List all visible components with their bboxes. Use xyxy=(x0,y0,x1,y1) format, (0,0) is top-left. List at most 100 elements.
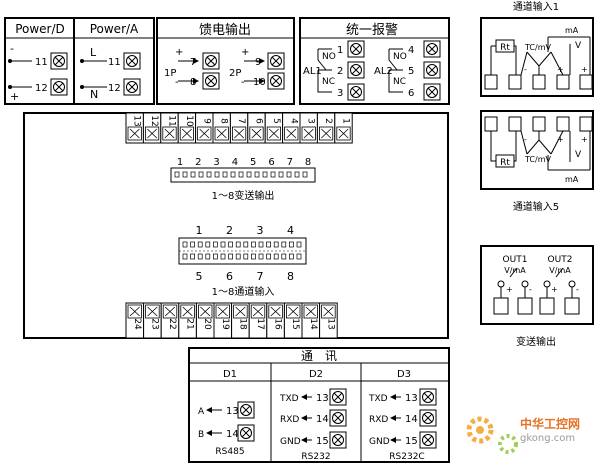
svg-text:-: - xyxy=(241,77,245,88)
svg-text:+: + xyxy=(581,135,588,144)
bottom-terminal: 21 xyxy=(178,302,197,339)
alarm-term-2: 2 xyxy=(337,66,343,77)
alarm-term-5: 5 xyxy=(408,66,414,77)
bottom-terminal-label: 18 xyxy=(237,318,247,330)
alarm-al1: AL1 xyxy=(303,66,322,77)
svg-text:NO: NO xyxy=(322,52,336,62)
top-terminal-label: 8 xyxy=(219,118,229,124)
power-a-block: Power/A L N 11 12 xyxy=(73,17,155,105)
svg-text:+: + xyxy=(506,285,513,294)
svg-text:+: + xyxy=(557,65,564,74)
comm-signal-label: A xyxy=(198,407,205,417)
bottom-terminal: 19 xyxy=(213,302,233,339)
svg-text:-: - xyxy=(524,135,527,144)
input-pin-number: 4 xyxy=(287,224,294,237)
terminal-screw xyxy=(347,61,365,79)
svg-text:+: + xyxy=(581,65,588,74)
bottom-terminal: 14 xyxy=(301,302,321,339)
bottom-terminal-label: 23 xyxy=(149,318,159,329)
top-terminal-label: 4 xyxy=(288,118,298,124)
top-terminal-label: 11 xyxy=(167,115,177,126)
transmit-pin-number: 7 xyxy=(287,157,293,168)
terminal-screw xyxy=(50,78,68,96)
top-terminal-label: 1 xyxy=(341,118,351,124)
svg-text:-: - xyxy=(175,77,179,88)
bottom-terminal-label: 24 xyxy=(132,318,142,330)
svg-text:mA: mA xyxy=(565,175,579,184)
terminal-screw xyxy=(202,52,220,70)
comm-d3-caption: RS232C xyxy=(389,452,424,462)
feeder-output-block: 馈电输出 1P 2P + - + - 7 8 9 10 xyxy=(156,17,295,105)
terminal-screw xyxy=(202,72,220,90)
comm-signal-label: TXD xyxy=(279,394,299,404)
alarm-term-6: 6 xyxy=(408,88,414,99)
power-d-plus: + xyxy=(10,90,19,103)
top-terminal: 10 xyxy=(177,112,197,144)
watermark-url: gkong.com xyxy=(520,433,575,444)
svg-text:-: - xyxy=(529,285,532,294)
terminal-screw xyxy=(50,52,68,70)
transmit-pin-number: 8 xyxy=(305,157,311,168)
bottom-terminal: 23 xyxy=(143,302,162,339)
alarm-title: 统一报警 xyxy=(346,22,398,38)
terminal-screw xyxy=(329,409,347,427)
bottom-terminal: 13 xyxy=(319,302,338,339)
comm-col-d3: D3 xyxy=(397,369,411,380)
comm-col-d1: D1 xyxy=(223,369,237,380)
top-terminal-label: 10 xyxy=(184,115,194,127)
channel-input-5-caption: 通道输入5 xyxy=(513,200,559,213)
bottom-terminal-label: 19 xyxy=(220,318,230,330)
feeder-1p: 1P xyxy=(164,68,176,79)
bottom-terminal-label: 14 xyxy=(308,318,318,330)
top-terminal-label: 9 xyxy=(201,118,211,124)
svg-text:Rt: Rt xyxy=(500,158,510,168)
feeder-term-8: 8 xyxy=(190,77,196,88)
top-terminal-label: 6 xyxy=(254,118,264,124)
transmit-pin-number: 1 xyxy=(177,157,183,168)
comm-d1-caption: RS485 xyxy=(215,447,244,457)
watermark-text: 中华工控网 xyxy=(520,416,580,431)
channel-input-1-diagram: Rt TC/mV V mA - + + xyxy=(480,17,594,97)
power-d-title: Power/D xyxy=(15,22,65,36)
channel-input-5-diagram: Rt TC/mV V mA - + + xyxy=(480,110,594,190)
top-terminal: 1 xyxy=(334,112,353,144)
top-terminal: 2 xyxy=(316,112,336,144)
svg-text:V/mA: V/mA xyxy=(549,266,571,275)
terminal-screw xyxy=(329,431,347,449)
svg-text:NO: NO xyxy=(393,52,407,62)
transmit-pin-number: 3 xyxy=(213,157,219,168)
svg-text:Rt: Rt xyxy=(500,43,510,53)
transmit-pin-number: 4 xyxy=(232,157,238,168)
svg-text:TC/mV: TC/mV xyxy=(524,155,551,164)
terminal-screw xyxy=(123,52,141,70)
bottom-terminal-label: 17 xyxy=(255,318,265,329)
bottom-terminal: 15 xyxy=(283,302,303,339)
bottom-terminal: 18 xyxy=(231,302,250,339)
terminal-screw xyxy=(419,431,437,449)
watermark-logo: 中华工控网 gkong.com xyxy=(466,416,580,454)
feeder-term-10: 10 xyxy=(253,77,266,88)
out1-label: OUT1 xyxy=(503,255,528,265)
terminal-screw xyxy=(423,61,441,79)
svg-text:+: + xyxy=(241,47,249,58)
top-terminal: 3 xyxy=(299,112,318,144)
terminal-screw xyxy=(419,388,437,406)
top-terminal: 6 xyxy=(247,112,266,144)
bottom-terminal: 17 xyxy=(248,302,268,339)
comm-col-d2: D2 xyxy=(309,369,323,380)
input-pin-number: 1 xyxy=(196,224,203,237)
top-terminal: 13 xyxy=(125,112,144,144)
comm-signal-label: B xyxy=(198,430,204,440)
top-terminal: 9 xyxy=(195,112,214,144)
top-terminal-label: 3 xyxy=(306,118,316,124)
svg-text:+: + xyxy=(557,135,564,144)
top-terminal-label: 12 xyxy=(149,115,159,126)
svg-text:V: V xyxy=(575,41,582,51)
